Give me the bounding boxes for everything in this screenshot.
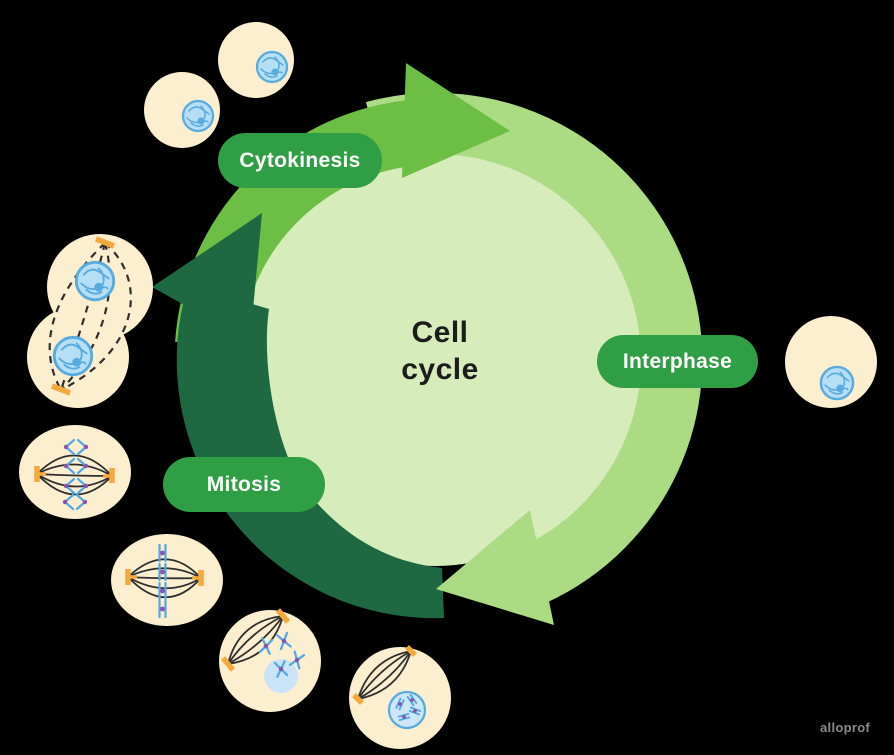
mitosis-label-text: Mitosis [206, 472, 282, 496]
spindle-fiber [60, 242, 111, 391]
spindle-fiber [60, 242, 132, 391]
interphase-label: Interphase [597, 335, 758, 388]
chromosome [276, 631, 292, 651]
spindle-fiber [227, 615, 284, 665]
chromosome [288, 650, 306, 670]
nucleus [52, 335, 94, 377]
cytokinesis-label: Cytokinesis [218, 133, 382, 188]
spindle-fiber [36, 473, 113, 496]
centriole [405, 645, 417, 657]
alloprof-watermark: alloprof [820, 720, 871, 735]
chromosome [158, 562, 167, 582]
chromosome [258, 637, 274, 655]
chromosome [395, 697, 405, 711]
prometaphase-cell [219, 608, 321, 712]
interphase-label-text: Interphase [622, 349, 733, 373]
nucleus [819, 365, 855, 401]
spindle-fiber [357, 650, 412, 700]
centriole [220, 656, 236, 672]
daughter-cell-2 [144, 72, 220, 148]
chromosome [406, 693, 418, 707]
spindle-fiber [227, 615, 284, 665]
prophase-cell [349, 645, 451, 749]
mitosis-label: Mitosis [163, 457, 325, 512]
chromosome [273, 660, 289, 678]
dissolving-nucleus [264, 659, 298, 693]
title-line-1: Cell [411, 316, 469, 349]
mitosis-arrow-band [176, 285, 444, 619]
cycle-inner-circle [229, 154, 641, 566]
spindle-fiber [357, 650, 412, 700]
nucleus [74, 260, 116, 302]
cell-membrane [111, 534, 223, 626]
centriole [352, 693, 364, 705]
cytokinesis-arrowhead [402, 63, 510, 178]
spindle-fiber [357, 650, 412, 700]
title-line-2: cycle [401, 353, 479, 386]
chromosome [158, 599, 167, 619]
chromosome-pair [62, 493, 88, 511]
spindle-fiber [36, 463, 113, 477]
mitosis-arrowhead [152, 213, 262, 342]
centriole [275, 608, 291, 624]
anaphase-cell [19, 425, 131, 519]
centriole [51, 383, 71, 396]
cell-membrane [19, 425, 131, 519]
chromosome-pair [63, 438, 89, 456]
chromosome-pair [63, 457, 89, 475]
diagram-title: Cell cycle [340, 314, 540, 388]
spindle-fiber [36, 473, 113, 488]
chromosome-pair [63, 477, 89, 495]
spindle-fiber [357, 650, 412, 700]
spindle-fiber [227, 615, 284, 665]
cell-membrane [219, 610, 321, 712]
nucleus [181, 99, 215, 133]
nucleus [255, 50, 289, 84]
cytokinesis-label-text: Cytokinesis [239, 148, 361, 172]
chromosome [158, 543, 167, 563]
interphase-arrowhead [436, 510, 554, 625]
chromosome [397, 712, 411, 722]
spindle-fiber [48, 242, 106, 391]
chromosome [408, 706, 422, 716]
interphase-cell [785, 316, 877, 408]
chromosome [158, 581, 167, 601]
spindle-fiber [36, 454, 113, 477]
metaphase-cell [111, 534, 223, 626]
telophase-cell [27, 234, 153, 408]
daughter-cell-1 [218, 22, 294, 98]
centriole [95, 236, 115, 249]
